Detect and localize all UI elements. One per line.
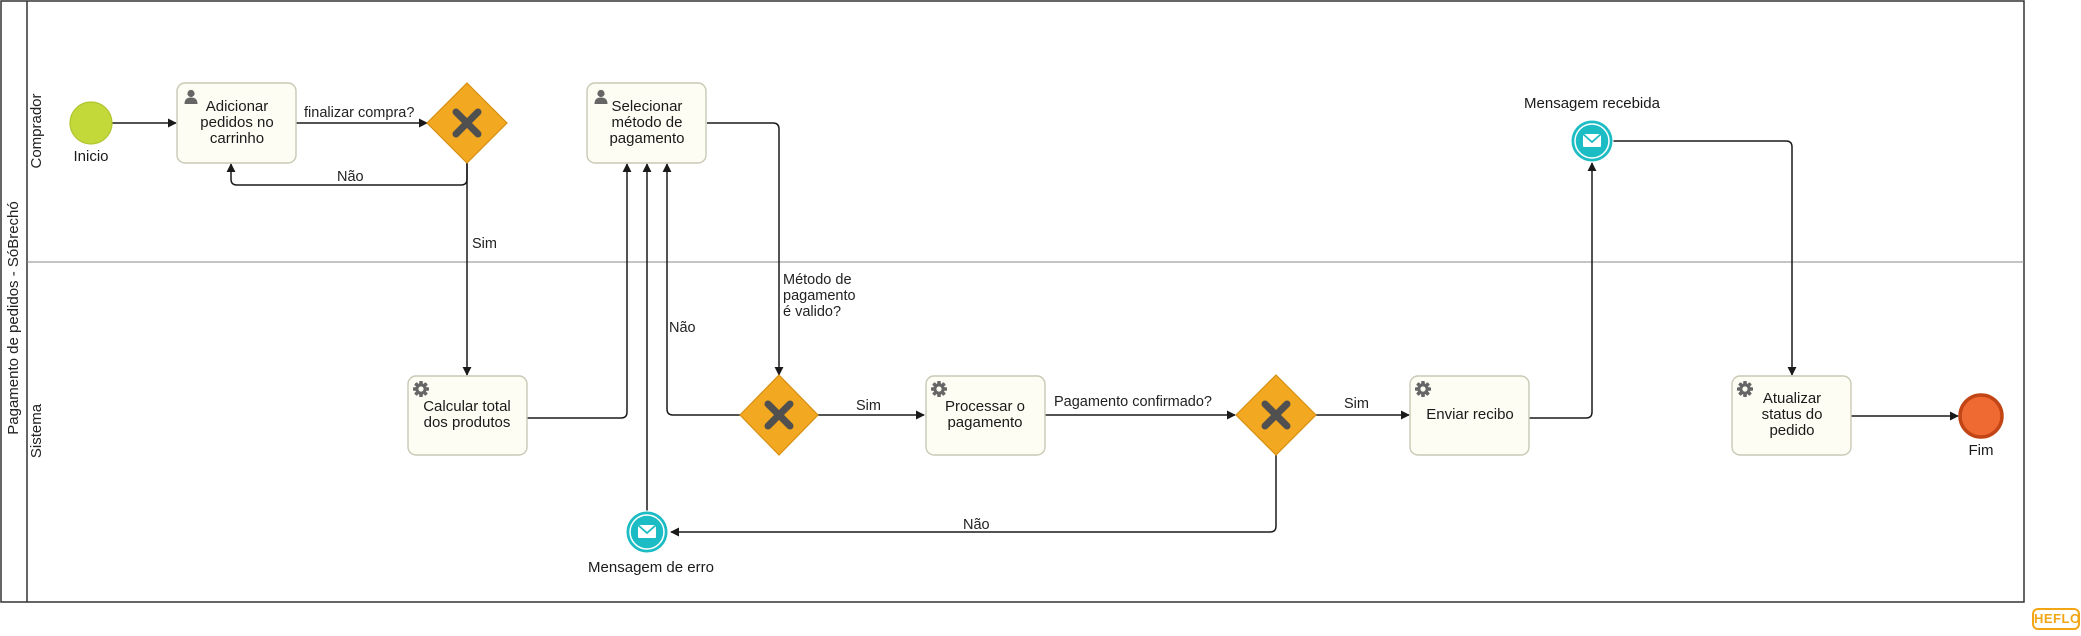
flow-message-to-update[interactable] [1613, 140, 1797, 376]
lane-label-sistema: Sistema [28, 403, 45, 458]
task-add-to-cart-line-3: carrinho [210, 130, 264, 147]
task-process-payment[interactable]: Processar o pagamento [925, 375, 1046, 456]
task-send-receipt-line-1: Enviar recibo [1426, 406, 1514, 423]
task-calculate-total[interactable]: Calcular total dos produtos [407, 375, 528, 456]
label-sim-method: Sim [856, 398, 881, 414]
flow-gateway-no-to-select[interactable] [662, 163, 741, 416]
label-metodo-valido-3: é valido? [783, 304, 841, 320]
task-select-payment-line-3: pagamento [609, 130, 684, 147]
error-message-label: Mensagem de erro [588, 559, 714, 576]
gear-icon [931, 381, 947, 397]
start-event-circle[interactable] [69, 101, 113, 145]
task-update-status-line-3: pedido [1769, 422, 1814, 439]
gateway-finish-purchase[interactable] [426, 82, 508, 164]
message-received-inner-ring [1574, 123, 1610, 159]
flow-calc-to-select[interactable] [527, 163, 632, 419]
message-received-event[interactable]: Mensagem recebida [1524, 95, 1661, 163]
task-send-receipt-box[interactable] [1409, 375, 1530, 456]
task-calculate-total-line-1: Calcular total [423, 398, 511, 415]
pool-border [0, 0, 2025, 603]
task-add-to-cart[interactable]: Adicionar pedidos no carrinho [176, 82, 297, 164]
label-sim-confirmed: Sim [1344, 396, 1369, 412]
task-process-payment-box[interactable] [925, 375, 1046, 456]
gear-icon [1737, 381, 1753, 397]
task-update-status-box[interactable] [1731, 375, 1852, 456]
gateway-payment-confirmed[interactable] [1235, 374, 1317, 456]
task-update-status[interactable]: Atualizar status do pedido [1731, 375, 1852, 456]
lane-label-comprador: Comprador [28, 93, 45, 168]
task-calculate-total-box[interactable] [407, 375, 528, 456]
message-received-label: Mensagem recebida [1524, 95, 1661, 112]
task-select-payment-box[interactable] [586, 82, 707, 164]
task-process-payment-line-2: pagamento [947, 414, 1022, 431]
end-event-label: Fim [1969, 442, 1994, 459]
heflo-logo: HEFLO [2032, 608, 2080, 630]
envelope-icon [637, 524, 657, 538]
exclusive-x-icon [764, 400, 794, 430]
task-update-status-line-2: status do [1762, 406, 1823, 423]
task-add-to-cart-line-2: pedidos no [200, 114, 273, 131]
flow-select-to-gateway[interactable] [707, 122, 784, 376]
task-select-payment-line-1: Selecionar [612, 98, 683, 115]
gateway-payment-valid[interactable] [739, 374, 819, 456]
gear-icon [1415, 381, 1431, 397]
label-metodo-valido-2: pagamento [783, 288, 856, 304]
flow-labels: finalizar compra? Não Sim Método de paga… [304, 105, 1369, 533]
flow-receipt-to-message[interactable] [1529, 162, 1597, 419]
gear-icon [413, 381, 429, 397]
task-process-payment-line-1: Processar o [945, 398, 1025, 415]
label-metodo-valido-1: Método de [783, 272, 852, 288]
start-event-label: Inicio [73, 148, 108, 165]
exclusive-x-icon [1261, 400, 1291, 430]
task-add-to-cart-box[interactable] [176, 82, 297, 164]
pool-title: Pagamento de pedidos - SóBrechó [5, 201, 22, 435]
task-select-payment[interactable]: Selecionar método de pagamento [586, 82, 707, 164]
exclusive-x-icon [452, 108, 482, 138]
label-nao-confirmed: Não [963, 517, 990, 533]
heflo-logo-text: HEFLO [2034, 611, 2081, 626]
label-sim-finish: Sim [472, 236, 497, 252]
task-calculate-total-line-2: dos produtos [424, 414, 511, 431]
envelope-icon [1582, 133, 1602, 147]
label-nao-cart: Não [337, 169, 364, 185]
end-event-circle[interactable] [1958, 393, 2004, 439]
label-nao-method: Não [669, 320, 696, 336]
label-finalizar-compra: finalizar compra? [304, 105, 414, 121]
start-event[interactable]: Inicio [69, 101, 113, 165]
pool: Pagamento de pedidos - SóBrechó Comprado… [0, 0, 2025, 603]
end-event[interactable]: Fim [1958, 393, 2004, 459]
flow-gateway-no-to-error[interactable] [670, 455, 1277, 537]
label-pagamento-confirmado: Pagamento confirmado? [1054, 394, 1212, 410]
error-message-event[interactable]: Mensagem de erro [588, 510, 714, 576]
sequence-flows [112, 118, 1959, 537]
task-update-status-line-1: Atualizar [1763, 390, 1821, 407]
task-select-payment-line-2: método de [612, 114, 683, 131]
error-message-inner-ring [629, 514, 665, 550]
task-add-to-cart-line-1: Adicionar [206, 98, 269, 115]
task-send-receipt[interactable]: Enviar recibo [1409, 375, 1530, 456]
